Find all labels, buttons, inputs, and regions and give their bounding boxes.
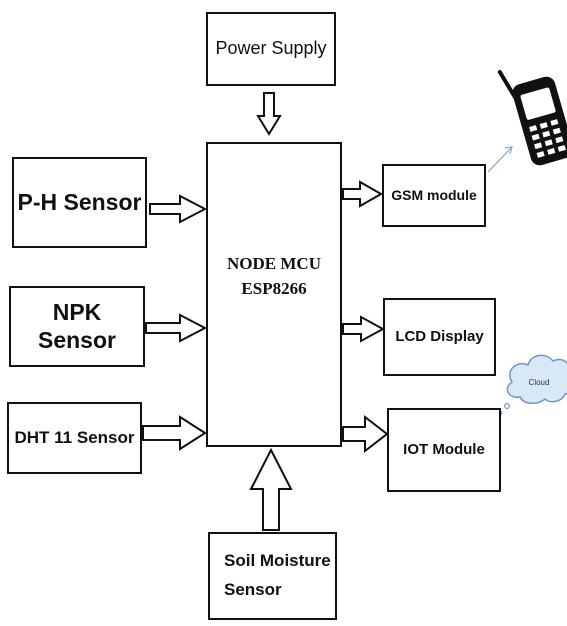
- cloud-icon: Cloud: [491, 354, 567, 422]
- dht-sensor-block: DHT 11 Sensor: [7, 402, 142, 474]
- lcd-display-block: LCD Display: [383, 298, 496, 376]
- lcd-display-label: LCD Display: [395, 328, 484, 345]
- ph-sensor-label: P-H Sensor: [17, 188, 142, 215]
- iot-module-label: IOT Module: [403, 441, 485, 458]
- power-supply-block: Power Supply: [206, 12, 336, 86]
- mobile-phone-icon: [497, 70, 567, 166]
- arrow-npk-to-mcu: [145, 313, 208, 343]
- npk-sensor-label: NPK Sensor: [38, 298, 116, 353]
- signal-arrow-icon: [487, 146, 513, 173]
- mcu-label-line2: ESP8266: [241, 278, 307, 298]
- cloud-label: Cloud: [529, 378, 550, 387]
- mcu-block: NODE MCU ESP8266: [206, 142, 342, 447]
- arrow-ph-to-mcu: [149, 194, 208, 224]
- arrow-power-to-mcu: [256, 92, 282, 136]
- arrow-mcu-to-gsm: [342, 180, 384, 208]
- gsm-module-label: GSM module: [391, 187, 477, 204]
- arrow-mcu-to-iot: [342, 414, 389, 454]
- arrow-soil-to-mcu: [249, 447, 293, 531]
- dht-sensor-label: DHT 11 Sensor: [14, 427, 135, 447]
- npk-sensor-block: NPK Sensor: [9, 286, 145, 367]
- soil-moisture-label-line2: Sensor: [224, 580, 282, 599]
- arrow-mcu-to-lcd: [342, 315, 386, 343]
- power-supply-label: Power Supply: [215, 38, 327, 59]
- soil-moisture-block: Soil Moisture Sensor: [208, 532, 337, 620]
- mcu-label-line1: NODE MCU: [227, 253, 321, 273]
- soil-moisture-label-line1: Soil Moisture: [224, 551, 331, 571]
- arrow-dht-to-mcu: [142, 415, 207, 451]
- ph-sensor-block: P-H Sensor: [12, 157, 147, 248]
- gsm-module-block: GSM module: [382, 164, 486, 227]
- iot-module-block: IOT Module: [387, 408, 501, 492]
